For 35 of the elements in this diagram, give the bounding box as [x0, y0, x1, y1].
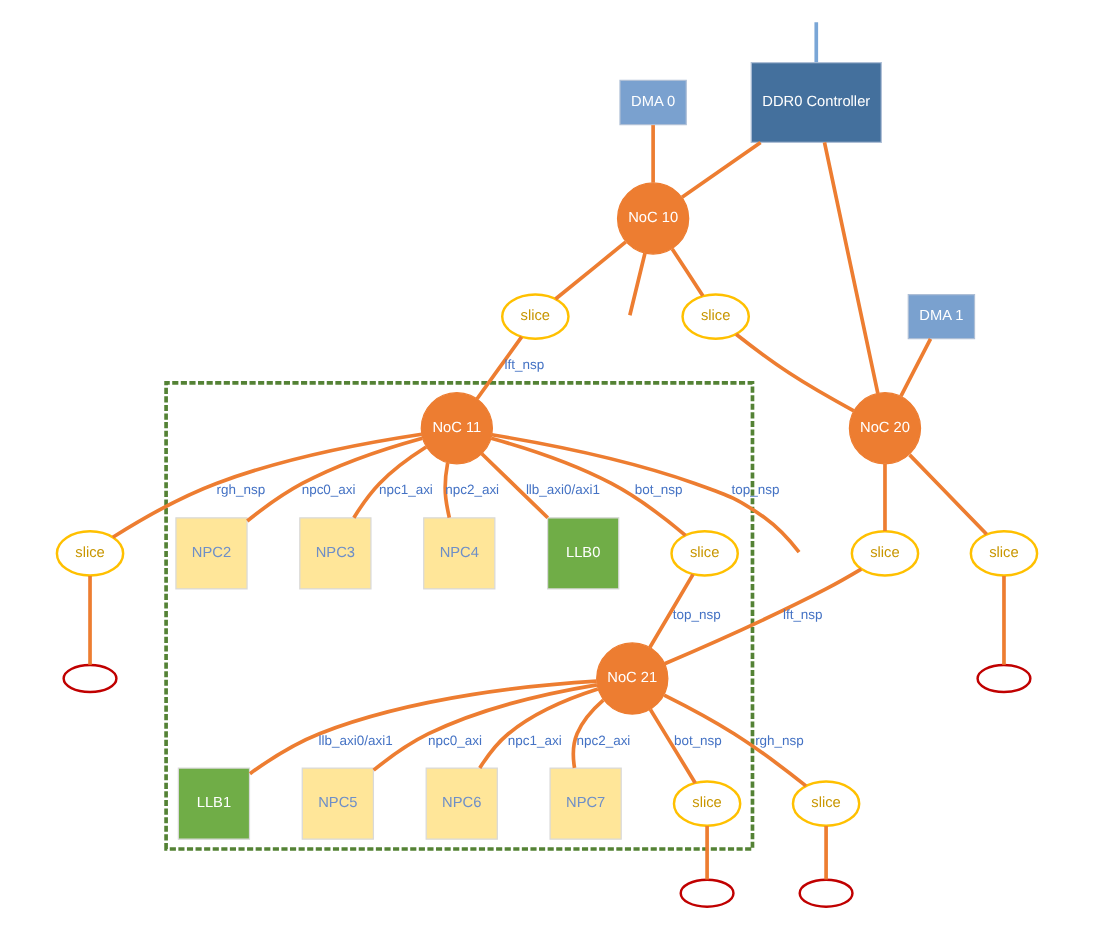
connector — [554, 240, 627, 301]
connector — [651, 125, 655, 183]
connector — [88, 576, 92, 665]
connector — [491, 432, 801, 554]
connector — [908, 453, 988, 536]
connector — [111, 432, 422, 539]
connector — [248, 679, 597, 776]
connector — [443, 462, 452, 518]
node-ellipse — [798, 878, 854, 908]
connector — [899, 338, 933, 397]
connector — [663, 693, 808, 788]
connector — [571, 698, 605, 769]
connector — [822, 142, 880, 394]
connector — [475, 335, 524, 400]
connector — [628, 252, 647, 316]
connector — [705, 825, 709, 880]
connector — [246, 436, 423, 523]
connector — [680, 141, 762, 199]
connector — [824, 825, 828, 880]
connector — [670, 247, 705, 297]
connector — [814, 22, 819, 63]
connector — [734, 332, 855, 413]
node-ellipse — [976, 663, 1032, 694]
node-ellipse — [679, 878, 735, 908]
connector — [372, 683, 598, 772]
connector — [478, 687, 599, 769]
connector — [648, 708, 697, 784]
connector — [663, 567, 863, 666]
connector — [883, 464, 887, 531]
connector — [352, 445, 428, 519]
connector — [648, 573, 695, 649]
node-ellipse — [62, 663, 118, 694]
connector — [490, 436, 687, 537]
connector — [1002, 576, 1006, 665]
connector — [480, 452, 550, 520]
